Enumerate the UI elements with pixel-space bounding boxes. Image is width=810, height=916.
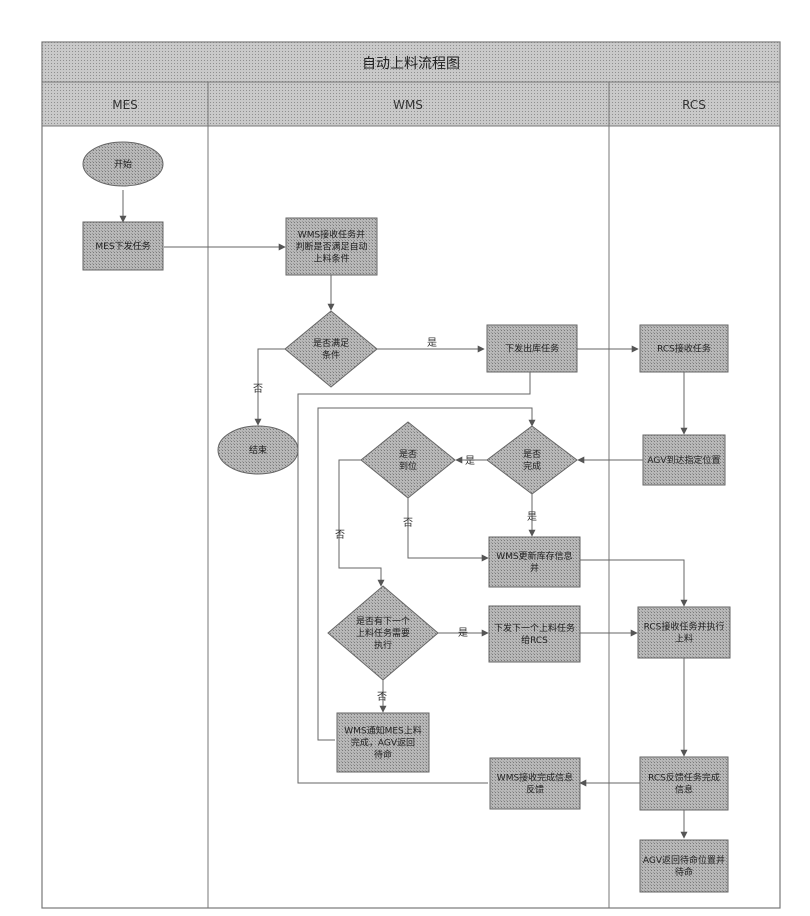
node-text-wms-recv: 上料条件: [313, 253, 349, 265]
node-w2: WMS更新库存信息并: [489, 537, 580, 587]
node-text-end: 结束: [249, 444, 267, 456]
node-text-d1: 条件: [322, 349, 340, 361]
node-text-w2: WMS更新库存信息: [496, 550, 572, 562]
node-r2: AGV到达指定位置: [643, 435, 725, 485]
node-w1: 下发出库任务: [487, 325, 577, 372]
edge-label-d2-no-lower: 否: [403, 517, 413, 529]
node-text-wms-recv: 判断是否满足自动: [295, 241, 367, 253]
node-text-r1: RCS接收任务: [657, 343, 711, 355]
node-r4: RCS反馈任务完成信息: [640, 757, 728, 810]
node-shape-w2: [489, 537, 580, 587]
node-shape-r3: [638, 607, 730, 658]
node-text-r4: RCS反馈任务完成: [648, 772, 720, 784]
edge-label-d4-yes: 是: [458, 627, 468, 639]
node-text-r4: 信息: [675, 784, 693, 796]
node-text-w4: 待命: [374, 749, 392, 761]
edge-label-d1-no: 否: [253, 383, 263, 395]
lane-label-wms: WMS: [393, 98, 423, 112]
node-text-d3: 是否: [523, 449, 541, 460]
node-text-d4: 上料任务需要: [356, 627, 410, 639]
node-shape-r4: [640, 757, 728, 810]
node-text-w2: 并: [530, 562, 539, 574]
diagram-title: 自动上料流程图: [362, 56, 460, 72]
node-text-w5: 反馈: [526, 784, 544, 796]
node-shape-w3: [489, 606, 580, 662]
node-text-start: 开始: [114, 158, 132, 170]
edge-label-d2-yes: 是: [465, 455, 475, 467]
node-text-w4: WMS通知MES上料: [344, 725, 422, 737]
edge-label-d4-no: 否: [377, 691, 387, 703]
node-text-w1: 下发出库任务: [505, 343, 559, 355]
node-text-w4: 完成，AGV返回: [351, 737, 415, 749]
node-text-d3: 完成: [523, 460, 541, 472]
node-end: 结束: [218, 426, 298, 474]
node-w3: 下发下一个上料任务给RCS: [489, 606, 580, 662]
node-r5: AGV返回待命位置并待命: [640, 840, 728, 892]
lane-label-mes: MES: [112, 98, 138, 112]
edge-label-d2-no: 否: [335, 529, 345, 541]
node-w5: WMS接收完成信息反馈: [490, 758, 580, 809]
node-text-d4: 是否有下一个: [356, 615, 410, 627]
node-text-wms-recv: WMS接收任务并: [298, 229, 365, 241]
node-wms-recv: WMS接收任务并判断是否满足自动上料条件: [286, 218, 377, 275]
edge-label-d3-yes: 是: [527, 511, 537, 523]
node-text-d2: 到位: [399, 460, 417, 472]
node-text-d4: 执行: [374, 639, 392, 651]
node-text-w3: 给RCS: [521, 634, 548, 646]
node-r1: RCS接收任务: [640, 325, 728, 372]
node-shape-r5: [640, 840, 728, 892]
node-mes-send: MES下发任务: [83, 222, 163, 270]
node-text-r3: RCS接收任务并执行: [644, 621, 725, 633]
node-shape-w5: [490, 758, 580, 809]
node-text-r2: AGV到达指定位置: [647, 454, 720, 466]
node-r3: RCS接收任务并执行上料: [638, 607, 730, 658]
edge-label-d1-yes: 是: [427, 337, 437, 349]
node-text-w3: 下发下一个上料任务: [494, 622, 575, 634]
node-text-d2: 是否: [399, 449, 417, 460]
node-w4: WMS通知MES上料完成，AGV返回待命: [337, 713, 429, 772]
lane-label-rcs: RCS: [682, 98, 706, 112]
node-text-w5: WMS接收完成信息: [497, 772, 573, 784]
node-text-mes-send: MES下发任务: [95, 240, 150, 252]
node-text-d1: 是否满足: [313, 338, 349, 349]
node-text-r5: 待命: [675, 866, 693, 878]
node-start: 开始: [83, 142, 163, 186]
node-text-r3: 上料: [675, 633, 693, 645]
node-text-r5: AGV返回待命位置并: [643, 854, 725, 866]
